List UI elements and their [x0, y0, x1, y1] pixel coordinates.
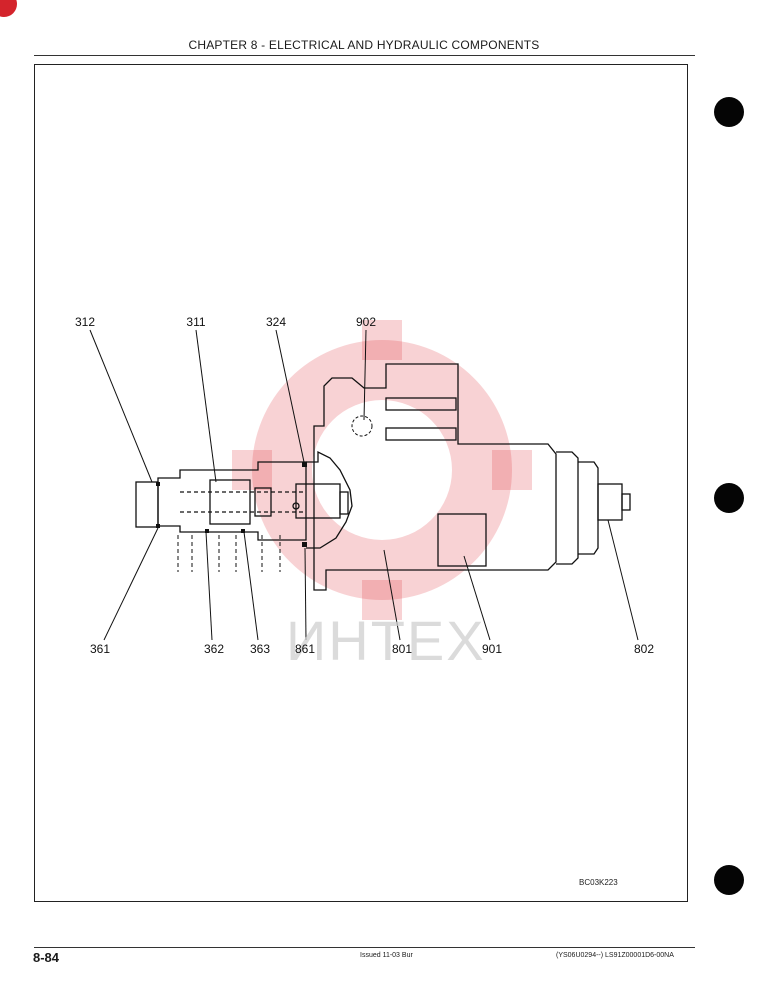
- figure-frame: [34, 64, 688, 902]
- callout-362: 362: [203, 642, 225, 656]
- callout-361: 361: [89, 642, 111, 656]
- document-id: (YS06U0294--) LS91Z00001D6-00NA: [556, 952, 674, 959]
- solenoid-housing: [313, 363, 631, 591]
- footer-rule: [34, 947, 695, 948]
- callout-901: 901: [481, 642, 503, 656]
- leader-lines: [89, 329, 639, 641]
- callout-311: 311: [186, 315, 206, 329]
- callout-861: 861: [294, 642, 316, 656]
- watermark-text: ИНТЕХ: [286, 609, 486, 672]
- header-rule: [34, 55, 695, 56]
- figure-code: BC03K223: [579, 878, 618, 887]
- callout-312: 312: [74, 315, 96, 329]
- punch-hole-top: [714, 97, 744, 127]
- port-dashes: [177, 535, 281, 572]
- valve-cartridge: [135, 450, 353, 549]
- punch-hole-middle: [714, 483, 744, 513]
- o-rings: [156, 462, 307, 547]
- callout-801: 801: [391, 642, 413, 656]
- callout-902: 902: [355, 315, 377, 329]
- callout-363: 363: [249, 642, 271, 656]
- callout-802: 802: [633, 642, 655, 656]
- hidden-detail-circle: [351, 415, 373, 437]
- watermark-gear-cutout: [312, 400, 452, 540]
- page-number: 8-84: [33, 950, 60, 965]
- corner-logo-badge: [0, 0, 17, 17]
- punch-hole-bottom: [714, 865, 744, 895]
- callout-324: 324: [265, 315, 287, 329]
- issued-date: Issued 11-03 Bur: [360, 952, 413, 959]
- chapter-title: CHAPTER 8 - ELECTRICAL AND HYDRAULIC COM…: [188, 38, 540, 52]
